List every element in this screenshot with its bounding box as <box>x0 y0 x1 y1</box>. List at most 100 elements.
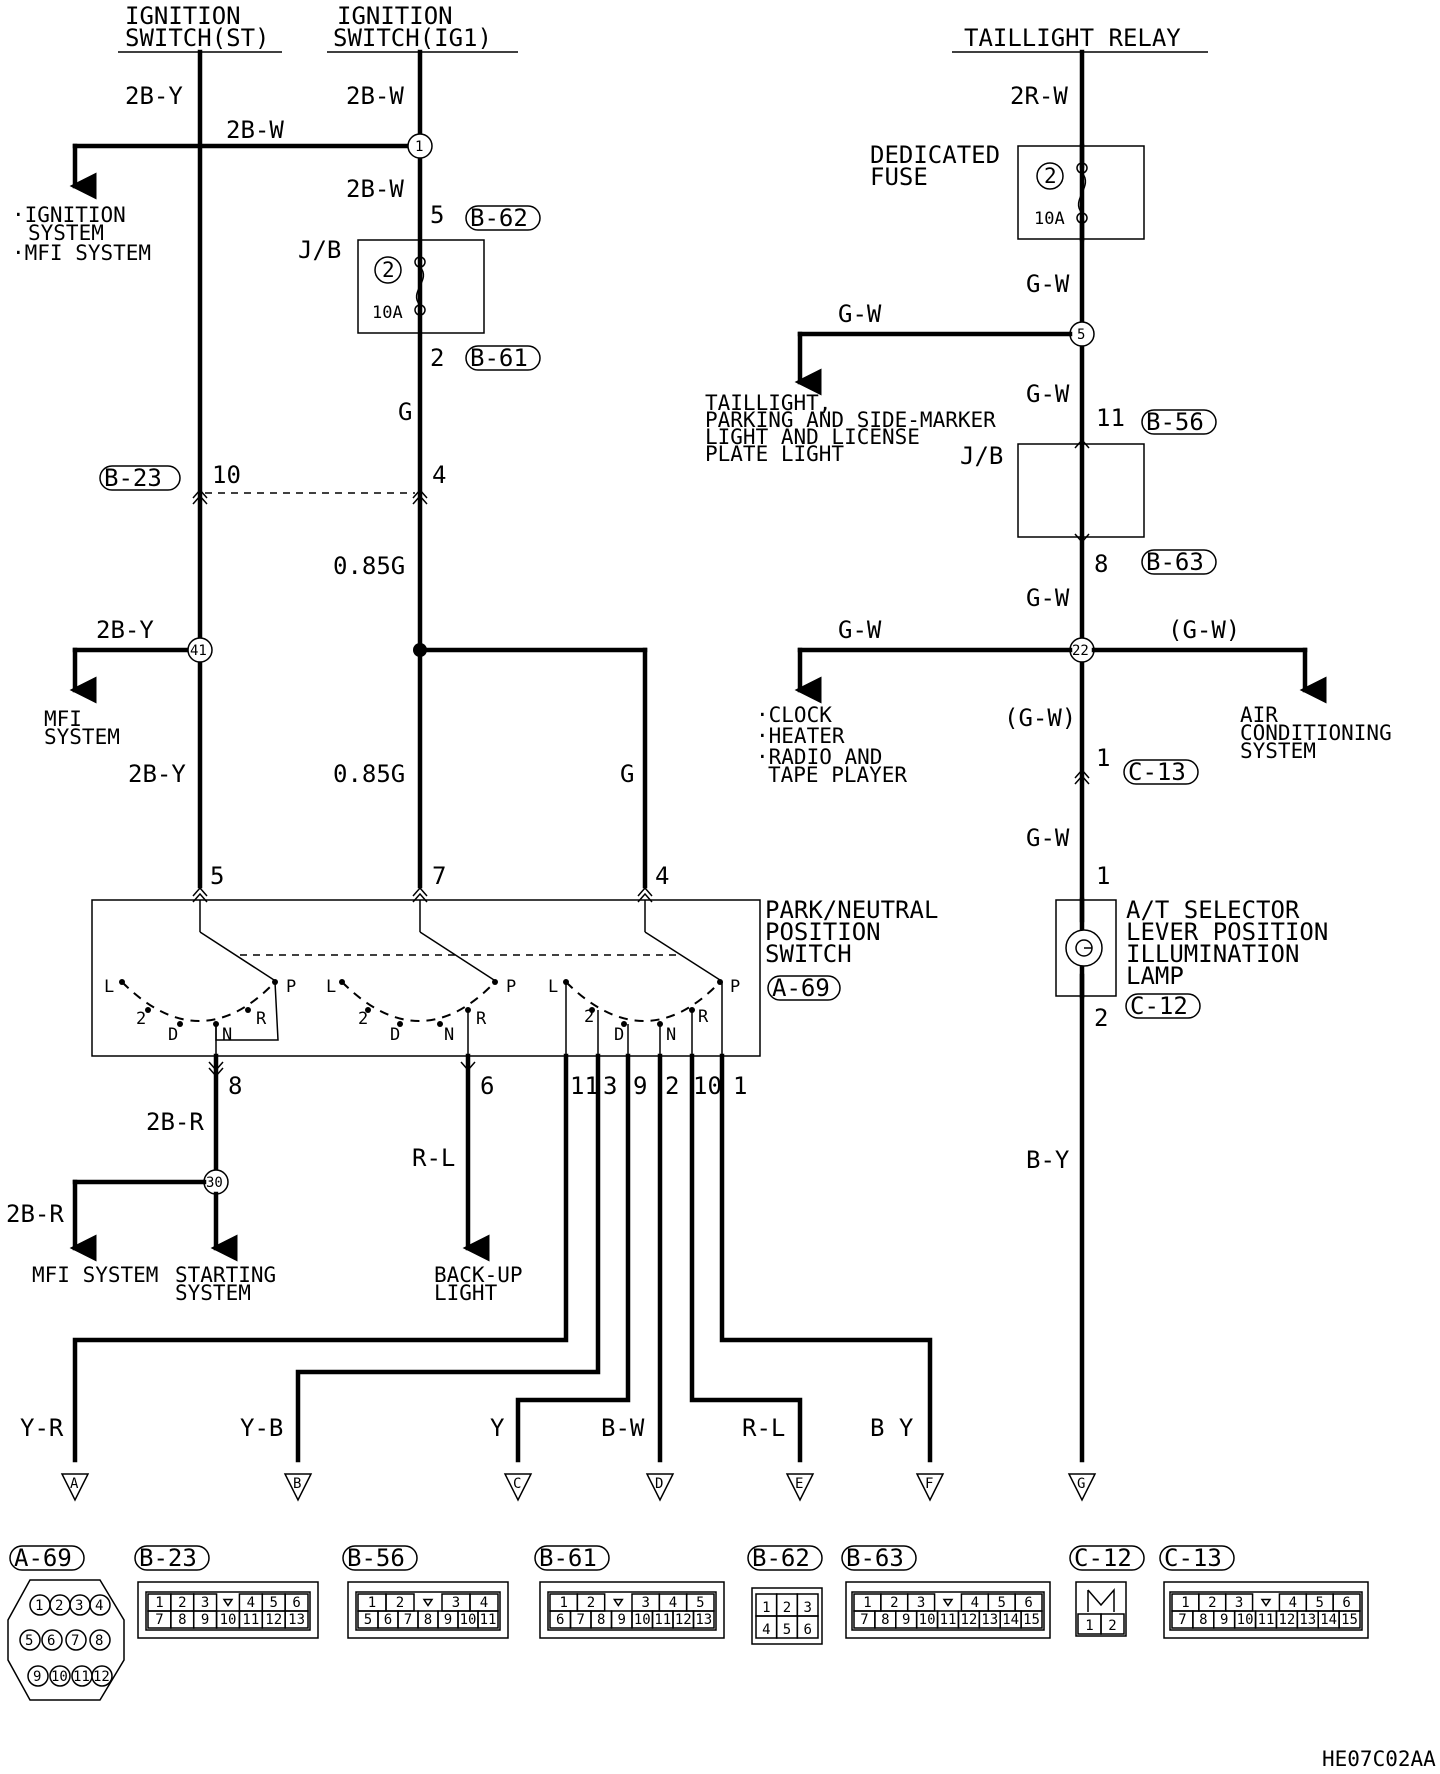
svg-text:N: N <box>222 1025 232 1045</box>
svg-text:(G-W): (G-W) <box>1004 704 1076 732</box>
svg-text:SWITCH: SWITCH <box>765 940 852 968</box>
svg-text:SWITCH(IG1): SWITCH(IG1) <box>333 24 492 52</box>
connector-b63-label: B-63 <box>1146 548 1204 576</box>
pin-number: 12 <box>960 1612 977 1628</box>
svg-text:10A: 10A <box>1034 209 1065 229</box>
svg-text:B-W: B-W <box>601 1414 645 1442</box>
svg-text:BACK-UP: BACK-UP <box>434 1263 523 1287</box>
pin-number: 11 <box>654 1612 671 1628</box>
svg-text:6: 6 <box>480 1072 494 1100</box>
pin-number: 2 <box>587 1595 595 1611</box>
jb-left: 5 B-62 J/B 2 10A 2 B-61 <box>298 201 541 372</box>
pin-number: 6 <box>384 1612 392 1628</box>
svg-text:2B-W: 2B-W <box>226 116 284 144</box>
svg-text:30: 30 <box>206 1175 223 1191</box>
pin-number: 12 <box>1278 1612 1295 1628</box>
svg-text:SYSTEM: SYSTEM <box>175 1281 251 1305</box>
svg-text:5: 5 <box>210 862 224 890</box>
pin-number: 5 <box>364 1612 372 1628</box>
svg-text:P: P <box>286 977 296 997</box>
pin-number: 14 <box>1320 1612 1337 1628</box>
pin-number: 3 <box>201 1595 209 1611</box>
svg-text:B-62: B-62 <box>752 1544 810 1572</box>
svg-text:Y-R: Y-R <box>20 1414 64 1442</box>
svg-text:STARTING: STARTING <box>175 1263 276 1287</box>
pin-number: 9 <box>444 1612 452 1628</box>
svg-text:N: N <box>444 1025 454 1045</box>
pin-number: 9 <box>1220 1612 1228 1628</box>
svg-text:10: 10 <box>51 1669 68 1685</box>
pin-number: 3 <box>917 1595 925 1611</box>
pin-cell <box>477 1610 499 1629</box>
connector-c13-label: C-13 <box>1128 758 1186 786</box>
svg-text:12: 12 <box>93 1669 110 1685</box>
pin-number: 10 <box>1237 1612 1254 1628</box>
pin-number: 12 <box>675 1612 692 1628</box>
svg-text:B-63: B-63 <box>846 1544 904 1572</box>
pin-number: 8 <box>178 1612 186 1628</box>
svg-text:1: 1 <box>35 1598 43 1614</box>
svg-text:B-23: B-23 <box>139 1544 197 1572</box>
pin-number: 11 <box>480 1612 497 1628</box>
svg-text:J/B: J/B <box>960 442 1003 470</box>
pin-number: 5 <box>783 1622 791 1638</box>
pin-number: 4 <box>1289 1595 1297 1611</box>
svg-text:2: 2 <box>55 1598 63 1614</box>
svg-text:N: N <box>666 1025 676 1045</box>
svg-text:2: 2 <box>358 1009 368 1029</box>
pin-number: 1 <box>1085 1618 1093 1634</box>
svg-text:41: 41 <box>190 643 207 659</box>
pin-number: 6 <box>803 1622 811 1638</box>
svg-text:·HEATER: ·HEATER <box>756 724 845 748</box>
pin-number: 6 <box>556 1612 564 1628</box>
svg-text:1: 1 <box>1096 744 1110 772</box>
pin-number: 8 <box>424 1612 432 1628</box>
svg-text:G-W: G-W <box>838 616 882 644</box>
svg-text:LIGHT AND LICENSE: LIGHT AND LICENSE <box>705 425 920 449</box>
svg-text:2R-W: 2R-W <box>1010 82 1068 110</box>
key-mark <box>222 1598 234 1607</box>
svg-text:P: P <box>730 977 740 997</box>
pin-cell <box>284 1610 309 1629</box>
svg-text:·MFI SYSTEM: ·MFI SYSTEM <box>12 241 151 265</box>
svg-text:22: 22 <box>1072 643 1089 659</box>
svg-text:R: R <box>256 1009 267 1029</box>
svg-text:J/B: J/B <box>298 236 341 264</box>
svg-text:D: D <box>390 1025 400 1045</box>
svg-text:POSITION: POSITION <box>765 918 881 946</box>
svg-text:·CLOCK: ·CLOCK <box>756 703 832 727</box>
pin-number: 1 <box>155 1595 163 1611</box>
svg-text:B-Y: B-Y <box>1026 1146 1070 1174</box>
svg-text:B-56: B-56 <box>347 1544 405 1572</box>
pin-number: 6 <box>1342 1595 1350 1611</box>
svg-text:9: 9 <box>633 1072 647 1100</box>
svg-text:TAILLIGHT,: TAILLIGHT, <box>705 391 831 415</box>
pin-number: 5 <box>997 1595 1005 1611</box>
pin-cell <box>1338 1610 1361 1629</box>
svg-text:G-W: G-W <box>1026 584 1070 612</box>
source-ignition-st: IGNITION SWITCH(ST) <box>118 2 282 53</box>
svg-text:8: 8 <box>1094 550 1108 578</box>
key-mark <box>942 1598 954 1607</box>
connector-b56-label: B-56 <box>1146 408 1204 436</box>
svg-text:A-69: A-69 <box>14 1544 72 1572</box>
pin-number: 3 <box>641 1595 649 1611</box>
pin-number: 14 <box>1002 1612 1019 1628</box>
svg-text:LAMP: LAMP <box>1126 962 1184 990</box>
pin-number: 10 <box>460 1612 477 1628</box>
pin-number: 3 <box>452 1595 460 1611</box>
svg-text:G: G <box>398 398 412 426</box>
switch-outputs: 8 2B-R 30 2B-R MFI SYSTEM STARTING SYSTE… <box>6 1053 933 1463</box>
pin-cell <box>796 1615 819 1639</box>
svg-text:Y-B: Y-B <box>240 1414 283 1442</box>
svg-text:0.85G: 0.85G <box>333 552 405 580</box>
pin-number: 3 <box>1235 1595 1243 1611</box>
svg-text:C: C <box>513 1476 521 1492</box>
svg-text:2: 2 <box>1094 1004 1108 1032</box>
svg-text:G-W: G-W <box>1026 380 1070 408</box>
pin-number: 1 <box>559 1595 567 1611</box>
svg-text:2B-Y: 2B-Y <box>96 616 154 644</box>
pin-number: 7 <box>155 1612 163 1628</box>
svg-text:B-23: B-23 <box>104 464 162 492</box>
